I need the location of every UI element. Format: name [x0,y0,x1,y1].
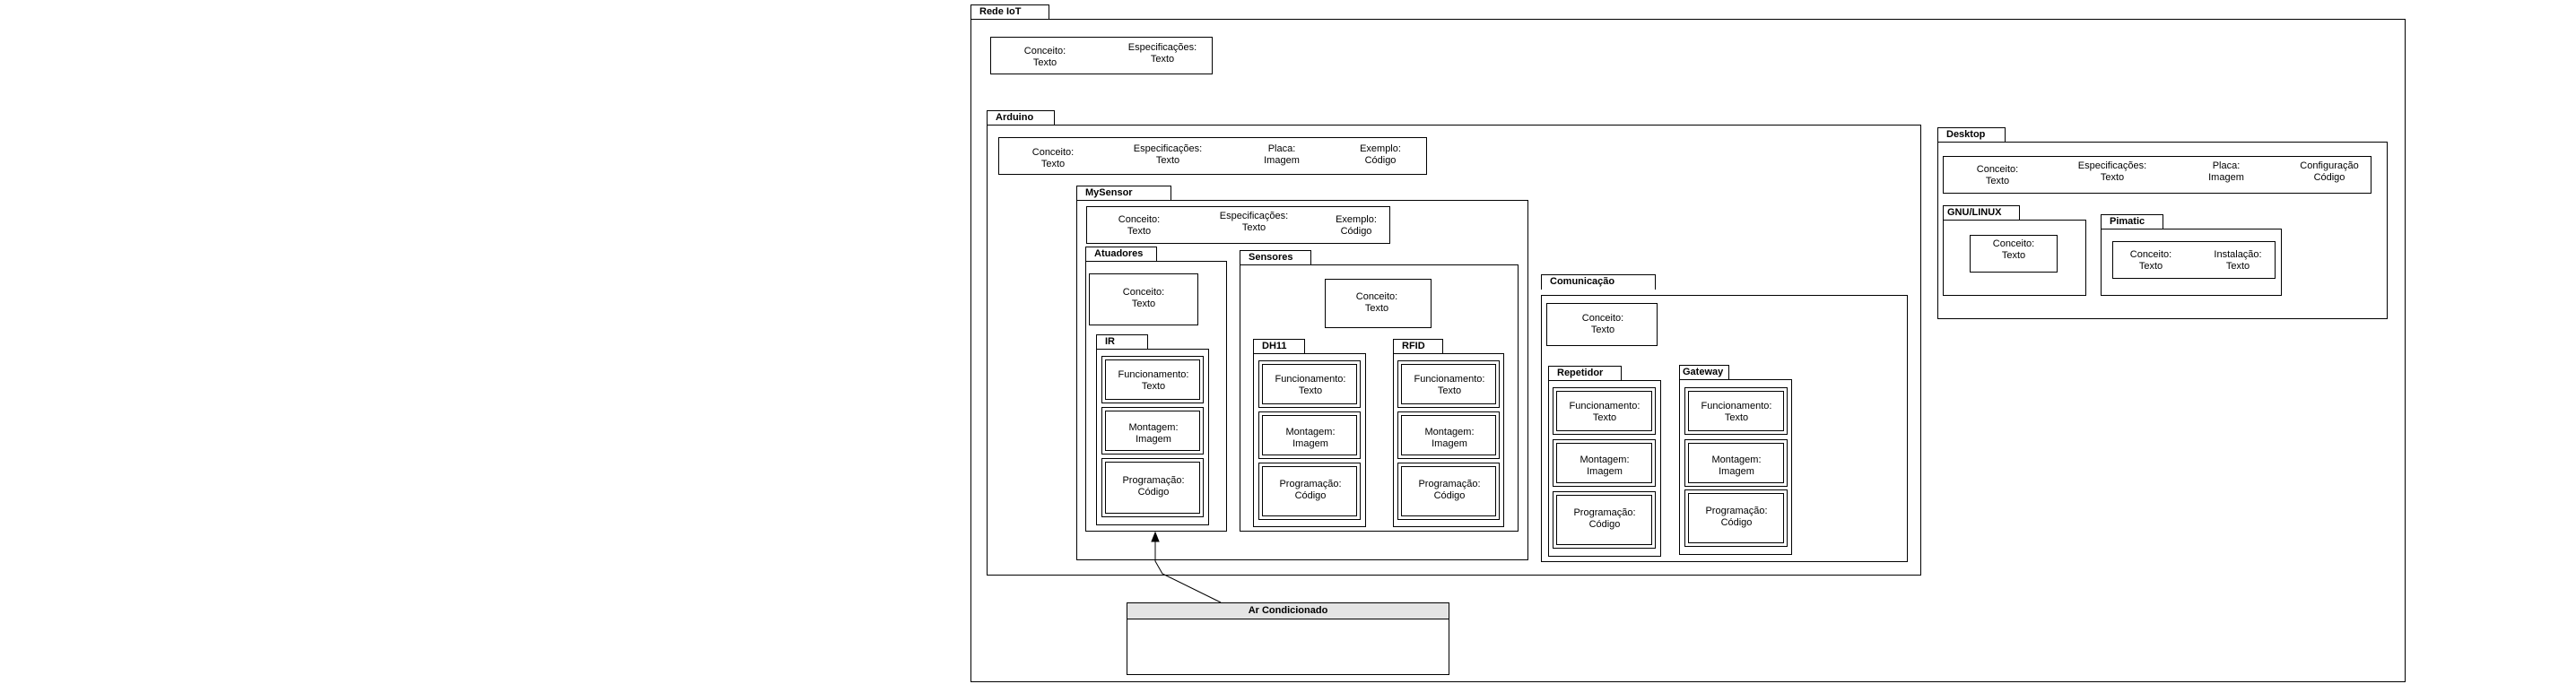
rfid-programacao-text: Programação:Código [1418,479,1481,501]
ir-programacao-text: Programação:Código [1122,475,1185,498]
desktop-conceito: Conceito:Texto [1976,164,2019,186]
atuadores-conceito: Conceito:Texto [1122,287,1165,309]
package-tab-pimatic[interactable]: Pimatic [2101,214,2163,229]
dh11-funcionamento[interactable]: Funcionamento:Texto [1258,360,1361,408]
desktop-especificacoes: Especificações:Texto [2077,160,2147,183]
mysensor-conceito: Conceito:Texto [1118,214,1161,237]
gateway-montagem-text: Montagem:Imagem [1711,455,1762,477]
mysensor-especificacoes: Especificações:Texto [1219,211,1289,233]
package-rede-iot[interactable] [970,19,2406,682]
class-ar-condicionado-title: Ar Condicionado [1127,603,1449,619]
package-rfid[interactable] [1393,353,1504,527]
package-tab-desktop[interactable]: Desktop [1937,127,2006,143]
package-gateway[interactable] [1679,379,1792,555]
rfid-programacao[interactable]: Programação:Código [1397,463,1500,520]
package-tab-gateway[interactable]: Gateway [1679,365,1729,380]
package-tab-ir[interactable]: IR [1096,334,1148,350]
repetidor-funcionamento[interactable]: Funcionamento:Texto [1553,387,1656,435]
package-repetidor[interactable] [1548,380,1661,557]
arduino-exemplo: Exemplo:Código [1360,143,1401,166]
rede-iot-especificacoes: Especificações:Texto [1127,42,1197,65]
rede-iot-attributes[interactable]: Conceito:Texto Especificações:Texto [990,37,1213,74]
comunicacao-conceito: Conceito:Texto [1581,313,1624,335]
dh11-programacao[interactable]: Programação:Código [1258,463,1361,520]
package-tab-rfid[interactable]: RFID [1393,339,1443,354]
package-desktop[interactable] [1937,142,2388,319]
ir-funcionamento-text: Funcionamento:Texto [1118,369,1189,392]
gateway-montagem[interactable]: Montagem:Imagem [1684,439,1788,487]
repetidor-programacao-text: Programação:Código [1573,507,1636,530]
package-mysensor[interactable] [1076,200,1528,560]
package-sensores[interactable] [1240,264,1519,532]
repetidor-programacao[interactable]: Programação:Código [1553,491,1656,549]
package-tab-atuadores[interactable]: Atuadores [1085,247,1157,262]
gnulinux-conceito: Conceito:Texto [1992,238,2035,261]
ir-programacao[interactable]: Programação:Código [1101,458,1204,517]
rede-iot-conceito: Conceito:Texto [1023,46,1066,68]
package-ir[interactable] [1096,349,1209,525]
class-ar-condicionado[interactable]: Ar Condicionado [1127,602,1449,675]
pimatic-instalacao: Instalação:Texto [2214,249,2262,272]
package-tab-arduino[interactable]: Arduino [987,110,1055,126]
ir-montagem[interactable]: Montagem:Imagem [1101,407,1204,455]
ir-funcionamento[interactable]: Funcionamento:Texto [1101,356,1204,403]
gateway-funcionamento-text: Funcionamento:Texto [1701,401,1772,423]
repetidor-funcionamento-text: Funcionamento:Texto [1569,401,1640,423]
package-atuadores[interactable] [1085,261,1227,532]
package-tab-dh11[interactable]: DH11 [1253,339,1305,354]
rfid-funcionamento-text: Funcionamento:Texto [1414,374,1485,396]
pimatic-conceito: Conceito:Texto [2129,249,2172,272]
atuadores-attributes[interactable]: Conceito:Texto [1089,273,1198,325]
package-arduino[interactable] [987,125,1921,576]
repetidor-montagem[interactable]: Montagem:Imagem [1553,439,1656,487]
arduino-attributes[interactable]: Conceito:Texto Especificações:Texto Plac… [998,137,1427,175]
package-pimatic[interactable] [2101,229,2282,296]
gateway-programacao-text: Programação:Código [1705,506,1768,528]
package-tab-rede-iot[interactable]: Rede IoT [970,4,1049,20]
package-dh11[interactable] [1253,353,1366,527]
package-tab-sensores[interactable]: Sensores [1240,250,1311,265]
package-gnulinux[interactable] [1943,220,2086,296]
dh11-funcionamento-text: Funcionamento:Texto [1275,374,1346,396]
rfid-montagem[interactable]: Montagem:Imagem [1397,411,1500,459]
sensores-attributes[interactable]: Conceito:Texto [1325,279,1432,328]
package-comunicacao[interactable] [1541,295,1908,562]
ir-montagem-text: Montagem:Imagem [1128,422,1179,445]
package-tab-repetidor[interactable]: Repetidor [1548,366,1622,381]
comunicacao-attributes[interactable]: Conceito:Texto [1546,303,1658,346]
package-tab-comunicacao[interactable]: Comunicação [1541,274,1656,290]
rfid-montagem-text: Montagem:Imagem [1424,427,1475,449]
repetidor-montagem-text: Montagem:Imagem [1580,455,1630,477]
arduino-especificacoes: Especificações:Texto [1133,143,1203,166]
pimatic-attributes[interactable]: Conceito:Texto Instalação:Texto [2112,241,2276,279]
rfid-funcionamento[interactable]: Funcionamento:Texto [1397,360,1500,408]
arduino-placa: Placa:Imagem [1264,143,1300,166]
mysensor-exemplo: Exemplo:Código [1336,214,1377,237]
dh11-montagem-text: Montagem:Imagem [1285,427,1336,449]
desktop-placa: Placa:Imagem [2208,160,2244,183]
package-tab-gnulinux[interactable]: GNU/LINUX [1943,205,2020,221]
gateway-funcionamento[interactable]: Funcionamento:Texto [1684,387,1788,435]
dh11-montagem[interactable]: Montagem:Imagem [1258,411,1361,459]
gateway-programacao[interactable]: Programação:Código [1684,489,1788,547]
arduino-conceito: Conceito:Texto [1031,147,1075,169]
sensores-conceito: Conceito:Texto [1355,291,1398,314]
dh11-programacao-text: Programação:Código [1279,479,1342,501]
desktop-attributes[interactable]: Conceito:Texto Especificações:Texto Plac… [1943,156,2371,194]
gnulinux-attributes[interactable]: Conceito:Texto [1970,235,2058,273]
package-tab-mysensor[interactable]: MySensor [1076,186,1171,201]
mysensor-attributes[interactable]: Conceito:Texto Especificações:Texto Exem… [1086,206,1390,244]
